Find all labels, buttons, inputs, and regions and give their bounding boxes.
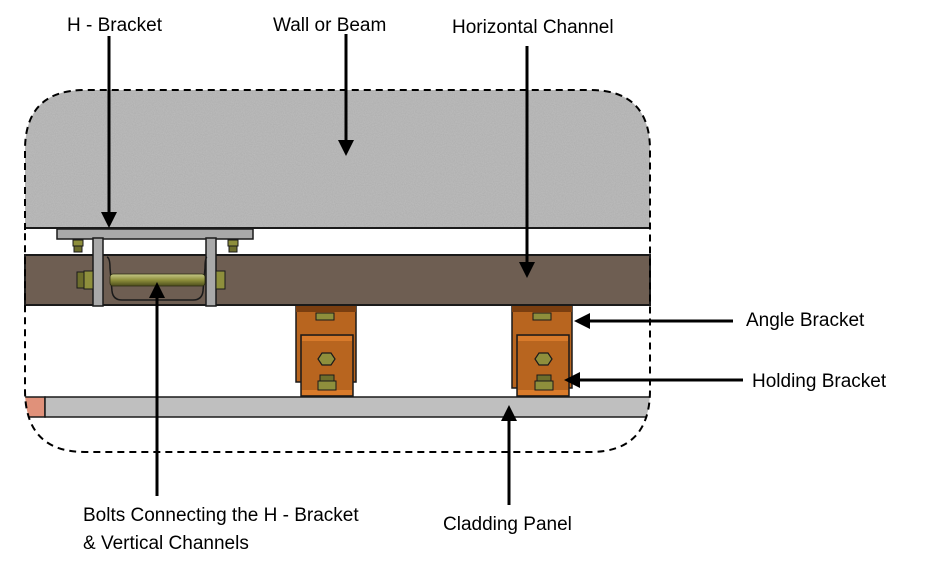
- arrow-angle-bracket: [574, 313, 733, 329]
- label-cladding-panel: Cladding Panel: [443, 514, 572, 535]
- arrow-wall-or-beam: [338, 34, 354, 156]
- h-bracket: [56, 228, 254, 307]
- section-boundary-dashed: [24, 89, 651, 453]
- horizontal-channel-body: [24, 254, 651, 306]
- label-wall-or-beam: Wall or Beam: [273, 15, 386, 36]
- top-bolt-left: [72, 239, 84, 253]
- label-bolts-line2: & Vertical Channels: [83, 533, 249, 554]
- arrow-horizontal-channel: [519, 46, 535, 278]
- top-bolt-right: [227, 239, 239, 253]
- arrow-h-bracket: [101, 36, 117, 228]
- h-bracket-top-plate: [56, 228, 254, 240]
- leader-arrows: [101, 34, 743, 505]
- bracket-assembly-right: [511, 305, 573, 397]
- h-bracket-left-leg: [92, 237, 104, 307]
- side-bolt-left: [76, 270, 94, 290]
- angle-bracket-left-bolt: [315, 312, 335, 321]
- hex-nut-left: [317, 352, 336, 366]
- bracket-assembly-left: [295, 305, 357, 397]
- label-bolts-line1: Bolts Connecting the H - Bracket: [83, 505, 359, 526]
- angle-bracket-right-bolt: [532, 312, 552, 321]
- cladding-panel-body: [44, 396, 650, 418]
- label-holding-bracket: Holding Bracket: [752, 371, 887, 392]
- side-bolt-right: [215, 270, 226, 290]
- label-h-bracket: H - Bracket: [67, 15, 163, 36]
- label-angle-bracket: Angle Bracket: [746, 310, 865, 331]
- label-horizontal-channel: Horizontal Channel: [452, 17, 614, 38]
- vertical-channel: [106, 256, 208, 301]
- cladding-panel: [25, 396, 650, 418]
- wall-fill: [25, 90, 650, 228]
- wall-or-beam: [25, 90, 650, 229]
- hex-nut-right: [534, 352, 553, 366]
- arrow-holding-bracket: [564, 372, 743, 388]
- arrow-cladding-panel: [501, 405, 517, 505]
- h-bracket-right-leg: [205, 237, 217, 307]
- arrow-bolts: [149, 282, 165, 496]
- horizontal-channel: [24, 254, 651, 306]
